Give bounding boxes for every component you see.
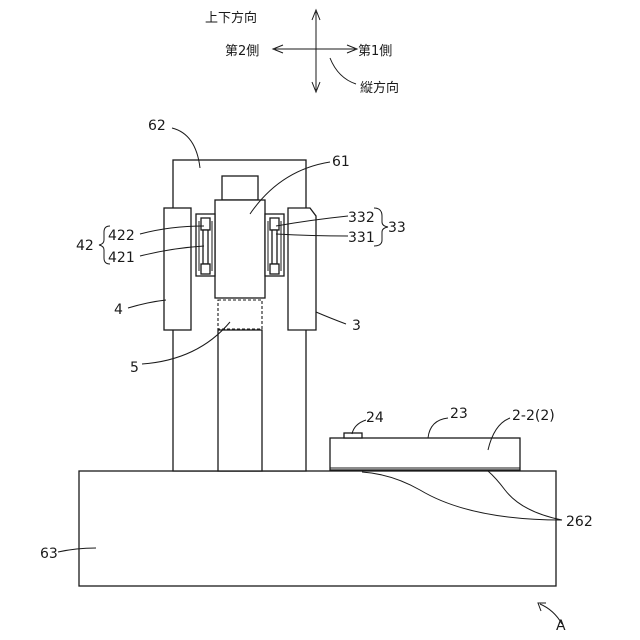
label-61: 61 xyxy=(332,154,350,170)
second-side-label: 第2側 xyxy=(225,44,259,59)
longitudinal-direction-label: 縦方向 xyxy=(360,80,399,96)
base-63 xyxy=(79,471,556,586)
label-2-2: 2-2(2) xyxy=(512,408,555,424)
label-331: 331 xyxy=(348,230,375,246)
label-24: 24 xyxy=(366,410,384,426)
label-4: 4 xyxy=(114,302,123,318)
label-62: 62 xyxy=(148,118,166,134)
label-421: 421 xyxy=(108,250,135,266)
first-side-label: 第1側 xyxy=(358,44,392,59)
label-63: 63 xyxy=(40,546,58,562)
label-23: 23 xyxy=(450,406,468,422)
part-24 xyxy=(344,433,362,438)
label-3: 3 xyxy=(352,318,361,334)
label-262: 262 xyxy=(566,514,593,530)
clamp-assembly-42 xyxy=(196,214,215,276)
head-top-cap xyxy=(222,176,258,200)
label-A: A xyxy=(556,618,566,634)
head-61 xyxy=(215,200,265,298)
clamp-assembly-33 xyxy=(265,214,284,276)
direction-indicator: 上下方向 第2側 第1側 縦方向 xyxy=(205,10,399,96)
label-422: 422 xyxy=(108,228,135,244)
part-5 xyxy=(218,300,262,329)
label-33: 33 xyxy=(388,220,406,236)
label-5: 5 xyxy=(130,360,139,376)
label-42: 42 xyxy=(76,238,94,254)
workpiece-2-2 xyxy=(330,438,520,470)
up-down-direction-label: 上下方向 xyxy=(205,10,257,26)
column xyxy=(218,330,262,471)
label-332: 332 xyxy=(348,210,375,226)
side-block-3 xyxy=(288,208,316,330)
